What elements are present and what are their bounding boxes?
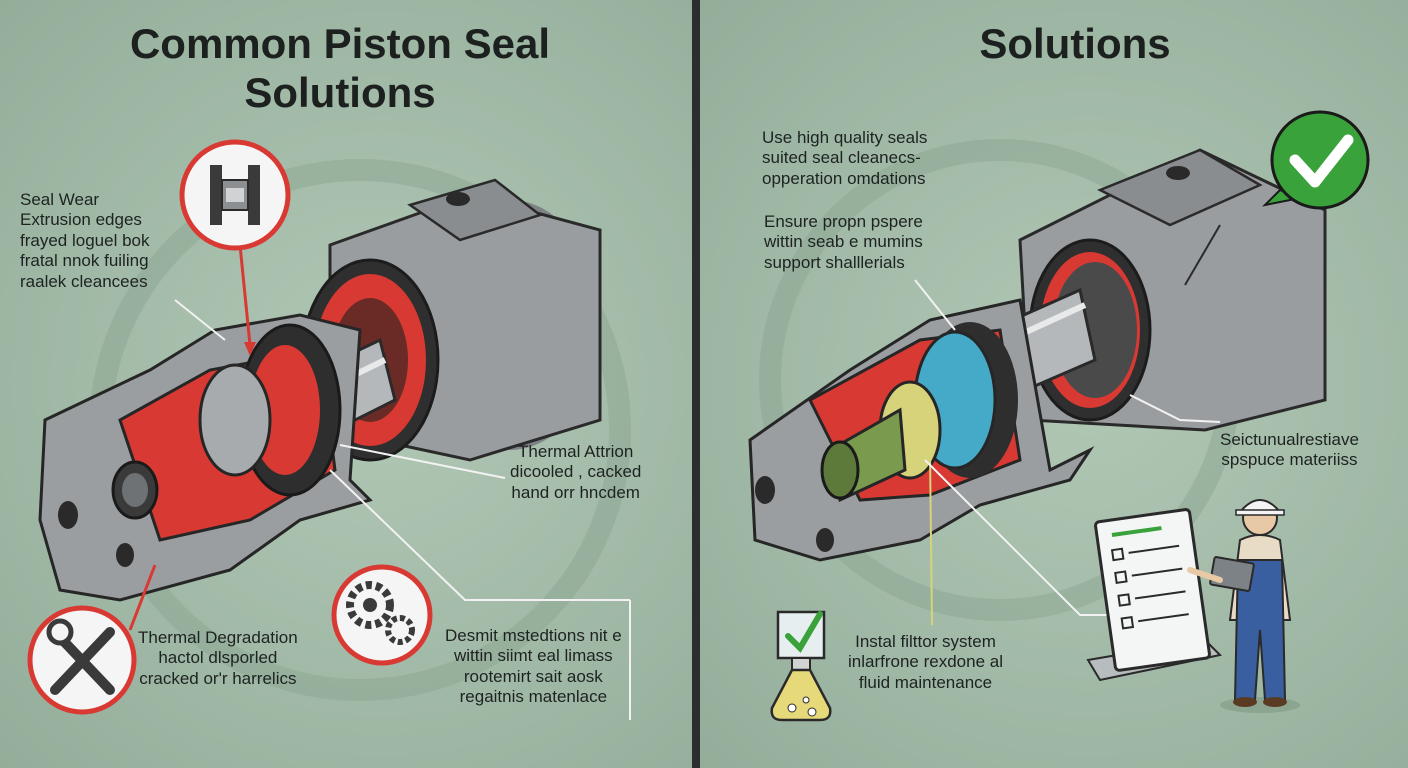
checklist-pointer xyxy=(924,459,1110,616)
thermal-attrition-pointer xyxy=(339,444,506,479)
left-title-line-1: Common Piston Seal xyxy=(129,20,551,67)
seal-wear-line-5: raalek cleancees xyxy=(20,271,148,291)
seals-line-3: opperation omdations xyxy=(762,168,926,188)
support-note: Ensure propn pspere wittin seab e mumins… xyxy=(764,212,923,273)
filter-pointer xyxy=(929,454,933,626)
checkmark-badge-icon xyxy=(1261,110,1370,210)
thermal-attrition-note: Thermal Attrion dicooled , cacked hand o… xyxy=(510,442,641,503)
design-note: Desmit mstedtions nit e wittin siimt eal… xyxy=(445,626,622,708)
checklist-clipboard-icon xyxy=(1086,508,1223,682)
fluid-filter-icon xyxy=(770,610,832,722)
seal-wear-line-2: Extrusion edges xyxy=(20,210,142,230)
right-title: Solutions xyxy=(880,20,1270,69)
seals-line-2: suited seal cleanecs- xyxy=(762,148,921,168)
thermal-degradation-line-3: cracked or'r harrelics xyxy=(139,668,297,688)
piston-seal-icon xyxy=(179,139,291,251)
support-pointer xyxy=(914,279,956,331)
thermal-attrition-line-2: dicooled , cacked xyxy=(510,462,642,482)
thermal-degradation-heading: Thermal Degradation xyxy=(138,628,298,647)
wrench-screwdriver-icon xyxy=(27,605,137,715)
thermal-degradation-line-2: hactol dlsporled xyxy=(158,648,278,668)
left-cylinder-illustration xyxy=(27,139,631,720)
design-line-3: rootemirt sait aosk xyxy=(463,666,603,686)
seals-pointer xyxy=(1184,224,1221,286)
seal-wear-red-pointer xyxy=(238,244,252,346)
support-line-1: Ensure propn pspere xyxy=(764,212,923,231)
right-cylinder-illustration xyxy=(748,110,1370,722)
front-housing xyxy=(38,313,373,602)
panel-divider xyxy=(692,0,700,768)
filter-note: Instal filttor system inlarfrone rexdone… xyxy=(848,632,1003,693)
seal-wear-heading: Seal Wear xyxy=(20,190,100,209)
design-line-4: regaitnis matenlace xyxy=(459,687,608,707)
seal-wear-pointer xyxy=(174,299,226,341)
filter-line-3: fluid maintenance xyxy=(858,672,993,692)
left-title: Common Piston Seal Solutions xyxy=(80,20,600,117)
materials-note: Seictunualrestiave spspuce materiiss xyxy=(1220,430,1359,471)
materials-pointer xyxy=(1129,394,1221,423)
materials-line-1: Seictunualrestiave xyxy=(1220,430,1359,449)
filter-line-2: inlarfrone rexdone al xyxy=(848,652,1003,672)
rear-cylinder xyxy=(300,178,602,462)
hard-hat-engineer-icon xyxy=(1187,499,1300,713)
design-line-1: Desmit mstedtions nit e xyxy=(445,626,622,645)
left-panel: Common Piston Seal Solutions Seal Wear E… xyxy=(0,0,692,768)
gears-icon xyxy=(331,564,433,666)
thermal-attrition-heading: Thermal Attrion xyxy=(518,442,634,461)
materials-line-2: spspuce materiiss xyxy=(1221,450,1358,470)
thermal-attrition-line-3: hand orr hncdem xyxy=(511,482,640,502)
seal-wear-line-4: fratal nnok fuiling xyxy=(20,251,149,271)
seals-line-1: Use high quality seals xyxy=(762,128,928,147)
thermal-degradation-pointer xyxy=(128,564,157,631)
design-pointer xyxy=(329,469,631,720)
seal-wear-note: Seal Wear Extrusion edges frayed loguel … xyxy=(20,190,149,292)
support-line-2: wittin seab e mumins xyxy=(764,232,923,252)
seal-wear-line-3: frayed loguel bok xyxy=(20,230,150,250)
design-line-2: wittin siimt eal limass xyxy=(453,646,613,666)
right-title-line-1: Solutions xyxy=(979,20,1171,67)
front-housing xyxy=(748,298,1095,562)
filter-line-1: Instal filttor system xyxy=(855,632,996,651)
right-panel: Solutions Use high quality seals suited … xyxy=(700,0,1408,768)
thermal-degradation-note: Thermal Degradation hactol dlsporled cra… xyxy=(138,628,298,689)
seals-note: Use high quality seals suited seal clean… xyxy=(762,128,927,189)
left-title-line-2: Solutions xyxy=(244,68,436,116)
support-line-3: support shalllerials xyxy=(764,252,905,272)
